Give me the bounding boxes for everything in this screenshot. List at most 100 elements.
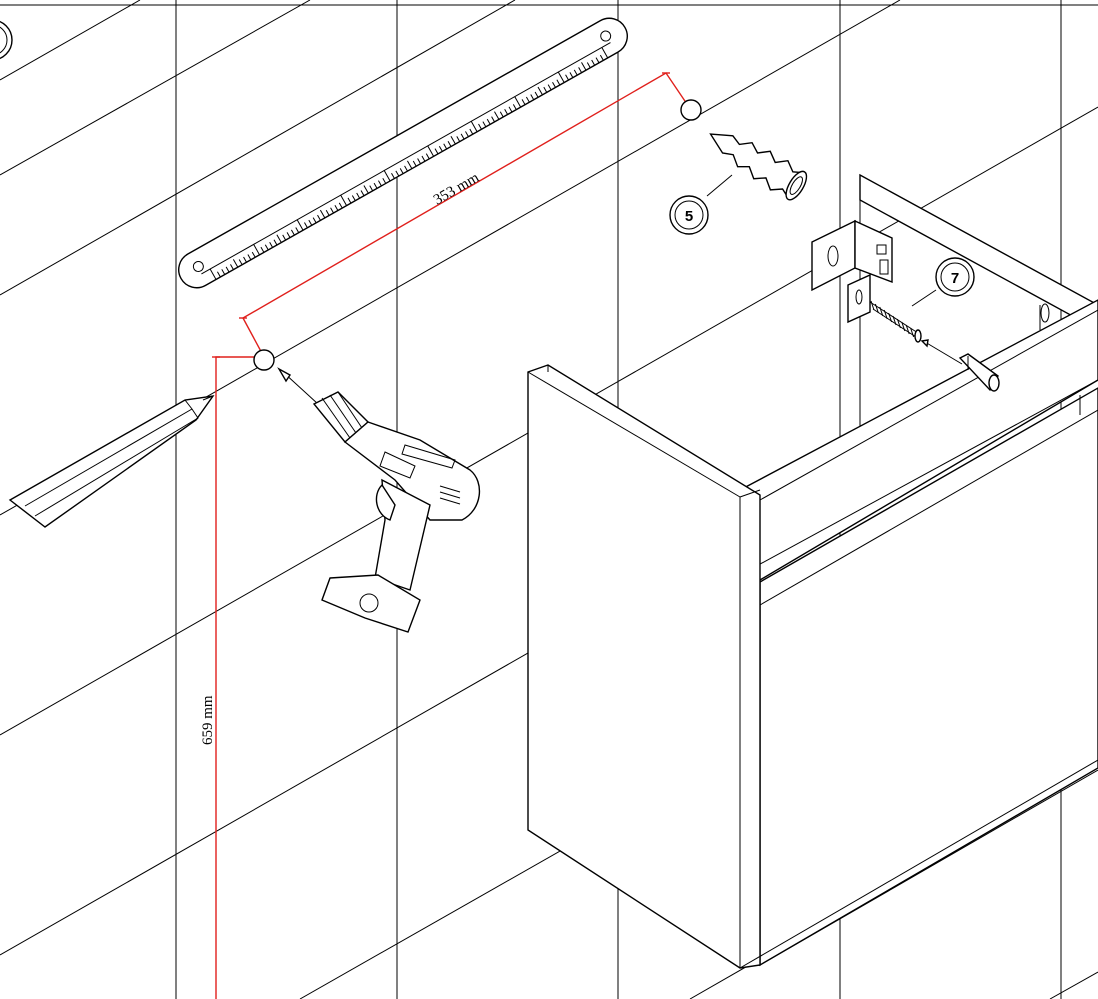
ruler-tick	[230, 264, 234, 270]
ruler-tick	[512, 104, 517, 110]
ruler-tick	[595, 57, 600, 64]
ruler-tick	[286, 232, 291, 238]
ruler-tick	[325, 209, 330, 216]
ruler-tick	[319, 209, 326, 219]
drill-hole-marks	[253, 99, 702, 371]
ruler-tick	[378, 180, 382, 187]
screw-thread	[883, 309, 888, 320]
ruler-tick	[373, 182, 378, 189]
ruler-tick	[547, 84, 552, 91]
ruler-tick	[340, 194, 348, 206]
ruler-tick	[514, 96, 522, 108]
ruler-tick	[383, 170, 391, 182]
ruler-tick	[543, 86, 548, 93]
screw-thread	[901, 321, 906, 332]
ruler-tick	[469, 128, 474, 135]
ruler-tick	[363, 185, 369, 194]
ruler-tick	[232, 259, 239, 268]
wall-plug-icon	[709, 133, 808, 201]
ruler-tick	[486, 118, 491, 125]
ruler-tick	[494, 111, 500, 120]
ruler-tick	[338, 202, 343, 209]
ruler-tick	[578, 67, 583, 73]
ruler-tick	[269, 241, 274, 248]
screw-thread	[870, 300, 875, 311]
screw-thread	[905, 324, 910, 335]
ruler-tick	[599, 54, 604, 61]
callout-5-number: 5	[685, 208, 693, 225]
ruler-tick	[369, 185, 374, 192]
ruler-tick	[581, 62, 587, 71]
screw-thread	[892, 315, 897, 326]
ruler-tick	[391, 173, 395, 179]
ruler-tick	[450, 135, 456, 145]
ruler-tick	[406, 160, 413, 169]
ruler-tick	[499, 111, 504, 118]
ruler-tick	[434, 148, 439, 155]
ruler-tick	[225, 266, 230, 273]
screw-thread	[879, 306, 884, 317]
ruler-tick	[251, 251, 256, 258]
ruler-tick	[491, 116, 495, 123]
ruler-tick	[569, 72, 574, 78]
ruler-tick	[412, 160, 417, 167]
ruler-tick	[447, 141, 452, 147]
ruler-tick	[351, 195, 356, 201]
ruler-tick	[247, 254, 252, 261]
ruler-tick	[395, 170, 400, 177]
ruler-tick	[482, 121, 487, 128]
ruler-tick	[438, 145, 443, 152]
ruler-tick	[470, 121, 478, 132]
ruler-tick	[456, 136, 461, 142]
ruler-tick	[296, 219, 304, 231]
ruler-tick	[565, 74, 569, 81]
ruler-tick	[382, 177, 387, 184]
screwdriver-icon	[920, 339, 1000, 392]
callout-5: 5	[669, 174, 733, 235]
ruler-tick	[290, 229, 295, 236]
ruler-icon	[178, 17, 628, 289]
ruler-tick	[253, 244, 260, 256]
ruler-tick	[330, 207, 334, 214]
ruler-tick	[209, 268, 217, 280]
ruler-tick	[312, 217, 317, 224]
ruler-tick	[460, 133, 465, 140]
screw-thread	[910, 327, 915, 338]
drill-icon	[277, 367, 481, 633]
ruler-tick	[334, 205, 339, 211]
ruler-tick	[504, 109, 509, 115]
screw-thread	[874, 303, 879, 314]
ruler-tick	[304, 222, 308, 229]
ruler-tick	[601, 47, 609, 59]
callout-7: 7	[911, 257, 975, 307]
ruler-tick	[521, 99, 526, 105]
ruler-tick	[421, 155, 426, 162]
ruler-tick	[260, 246, 265, 253]
ruler-tick	[556, 79, 561, 86]
ruler-tick	[308, 219, 313, 226]
ruler-tick	[356, 192, 361, 199]
ruler-tick	[534, 91, 539, 98]
ruler-tick	[282, 234, 287, 241]
pencil-icon	[8, 395, 215, 528]
ruler-tick	[425, 153, 430, 160]
ruler-tick	[508, 106, 513, 113]
ruler-tick	[591, 59, 596, 66]
ruler-tick	[573, 69, 578, 76]
ruler-tick	[478, 123, 482, 130]
ruler-tick	[221, 269, 226, 275]
ruler-tick	[238, 259, 243, 265]
ruler-tick	[465, 131, 469, 137]
dimension-vertical-label: 659 mm	[200, 695, 216, 745]
ruler-tick	[443, 143, 448, 150]
callout-partial-icon	[0, 20, 13, 60]
ruler-tick	[347, 197, 352, 204]
ruler-tick	[537, 86, 543, 96]
ruler-tick	[404, 165, 408, 172]
ruler-tick	[276, 234, 282, 243]
ruler-tick	[427, 145, 435, 157]
cabinet-icon	[527, 173, 1098, 969]
ruler-tick	[273, 239, 278, 246]
ruler-tick	[525, 96, 530, 103]
